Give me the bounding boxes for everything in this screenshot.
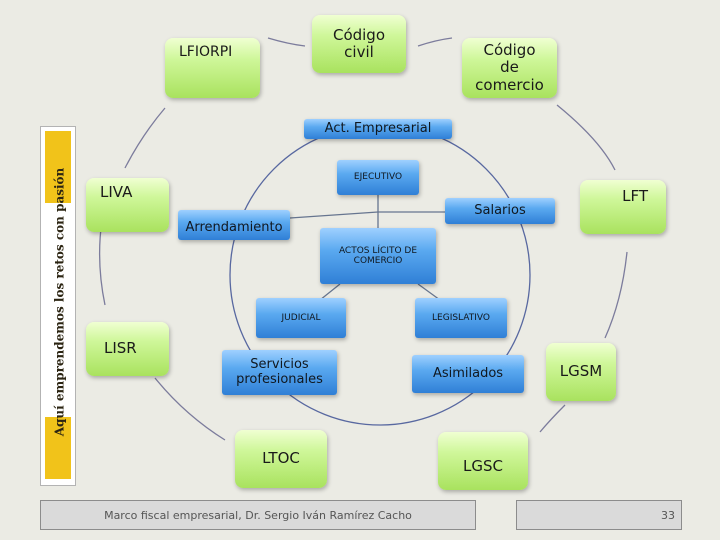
logo-top-band — [45, 131, 71, 203]
node-lisr: LISR — [86, 322, 169, 376]
node-arrendamiento: Arrendamiento — [178, 210, 290, 240]
logo-banner: Aquí emprendemos los retos con pasión — [40, 126, 76, 486]
node-ltoc: LTOC — [235, 430, 327, 488]
page-number: 33 — [661, 508, 675, 522]
node-lgsc: LGSC — [438, 432, 528, 490]
node-legislativo: LEGISLATIVO — [415, 298, 507, 338]
node-lft: LFT — [580, 180, 666, 234]
node-ejecutivo: EJECUTIVO — [337, 160, 419, 195]
hierarchy-lines — [289, 195, 445, 301]
node-liva: LIVA — [86, 178, 169, 232]
line-actos-legislativo — [417, 283, 441, 301]
footer-citation-box: Marco fiscal empresarial, Dr. Sergio Ivá… — [40, 500, 476, 530]
logo-bottom-band — [45, 417, 71, 479]
arc-civil-comercio — [417, 37, 453, 47]
node-lfiorpi: LFIORPI — [165, 38, 260, 98]
arc-lisr-ltoc — [154, 377, 226, 441]
node-codigo-civil: Código civil — [312, 15, 406, 73]
node-judicial: JUDICIAL — [256, 298, 346, 338]
node-actos-licito: ACTOS LÍCITO DE COMERCIO — [320, 228, 436, 284]
line-ejecutivo-arrendamiento — [289, 211, 379, 219]
arc-lft-lgsm — [604, 251, 628, 339]
arc-lfiorpi-civil — [267, 37, 306, 47]
logo-text-box: Aquí emprendemos los retos con pasión — [47, 127, 71, 477]
logo-text: Aquí emprendemos los retos con pasión — [52, 167, 66, 437]
node-servicios: Servicios profesionales — [222, 350, 337, 395]
node-salarios: Salarios — [445, 198, 555, 224]
node-lgsm: LGSM — [546, 343, 616, 401]
node-asimilados: Asimilados — [412, 355, 524, 393]
arc-lgsm-lgsc — [539, 404, 566, 433]
footer-citation: Marco fiscal empresarial, Dr. Sergio Ivá… — [104, 508, 412, 522]
arc-lfiorpi-liva — [124, 107, 166, 169]
node-act-empresarial: Act. Empresarial — [304, 119, 452, 139]
node-codigo-comercio: Código de comercio — [462, 38, 557, 98]
line-actos-judicial — [319, 283, 341, 301]
arc-comercio-lft — [556, 104, 616, 171]
arc-liva-lisr — [98, 219, 106, 306]
footer-page-box: 33 — [516, 500, 682, 530]
